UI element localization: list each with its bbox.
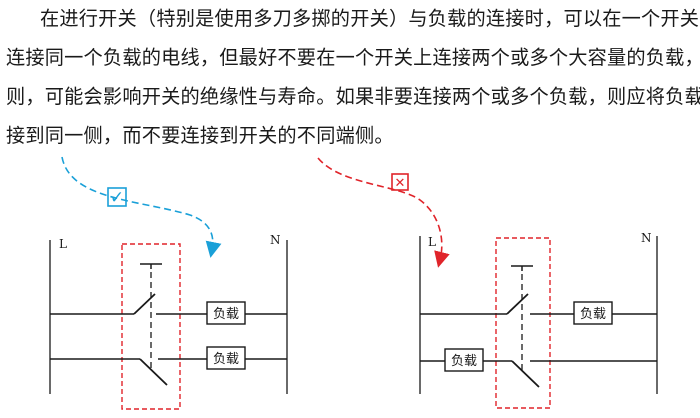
paragraph-line-4: 接到同一侧，而不要连接到开关的不同端侧。 bbox=[6, 124, 394, 147]
diagram-correct: L N 负载 负载 bbox=[49, 233, 288, 410]
correct-check-icon: ✓ bbox=[107, 187, 127, 208]
load-label-top: 负载 bbox=[213, 307, 239, 322]
neutral-label: N bbox=[641, 231, 652, 245]
load-box-bottom bbox=[444, 348, 484, 372]
correct-check-glyph: ✓ bbox=[110, 188, 124, 208]
load-box-top bbox=[573, 301, 613, 325]
live-label: L bbox=[428, 235, 436, 249]
incorrect-pointer-arrow bbox=[317, 157, 450, 268]
switch-blade-bottom bbox=[139, 358, 168, 386]
incorrect-cross-glyph: ✕ bbox=[395, 176, 406, 191]
switch-enclosure bbox=[121, 243, 181, 410]
live-label: L bbox=[59, 237, 67, 251]
load-box-bottom bbox=[206, 346, 246, 370]
correct-pointer-arrow bbox=[61, 156, 222, 258]
switch-blade-top bbox=[506, 293, 529, 315]
load-label-bottom: 负载 bbox=[213, 352, 239, 367]
incorrect-cross-icon: ✕ bbox=[391, 173, 409, 191]
switch-blade-top bbox=[133, 293, 156, 315]
switch-blade-bottom bbox=[511, 360, 540, 388]
neutral-label: N bbox=[270, 233, 281, 247]
paragraph-line-1: 在进行开关（特别是使用多刀多掷的开关）与负载的连接时，可以在一个开关上 bbox=[40, 7, 700, 30]
load-label-top: 负载 bbox=[580, 307, 606, 322]
paragraph-line-2: 连接同一个负载的电线，但最好不要在一个开关上连接两个或多个大容量的负载，否 bbox=[6, 46, 700, 69]
load-box-top bbox=[206, 301, 246, 325]
switch-enclosure bbox=[495, 237, 551, 409]
paragraph-line-3: 则，可能会影响开关的绝缘性与寿命。如果非要连接两个或多个负载，则应将负载连 bbox=[6, 85, 700, 108]
diagram-incorrect: L N 负载 负载 bbox=[419, 231, 658, 409]
load-label-bottom: 负载 bbox=[451, 354, 477, 369]
